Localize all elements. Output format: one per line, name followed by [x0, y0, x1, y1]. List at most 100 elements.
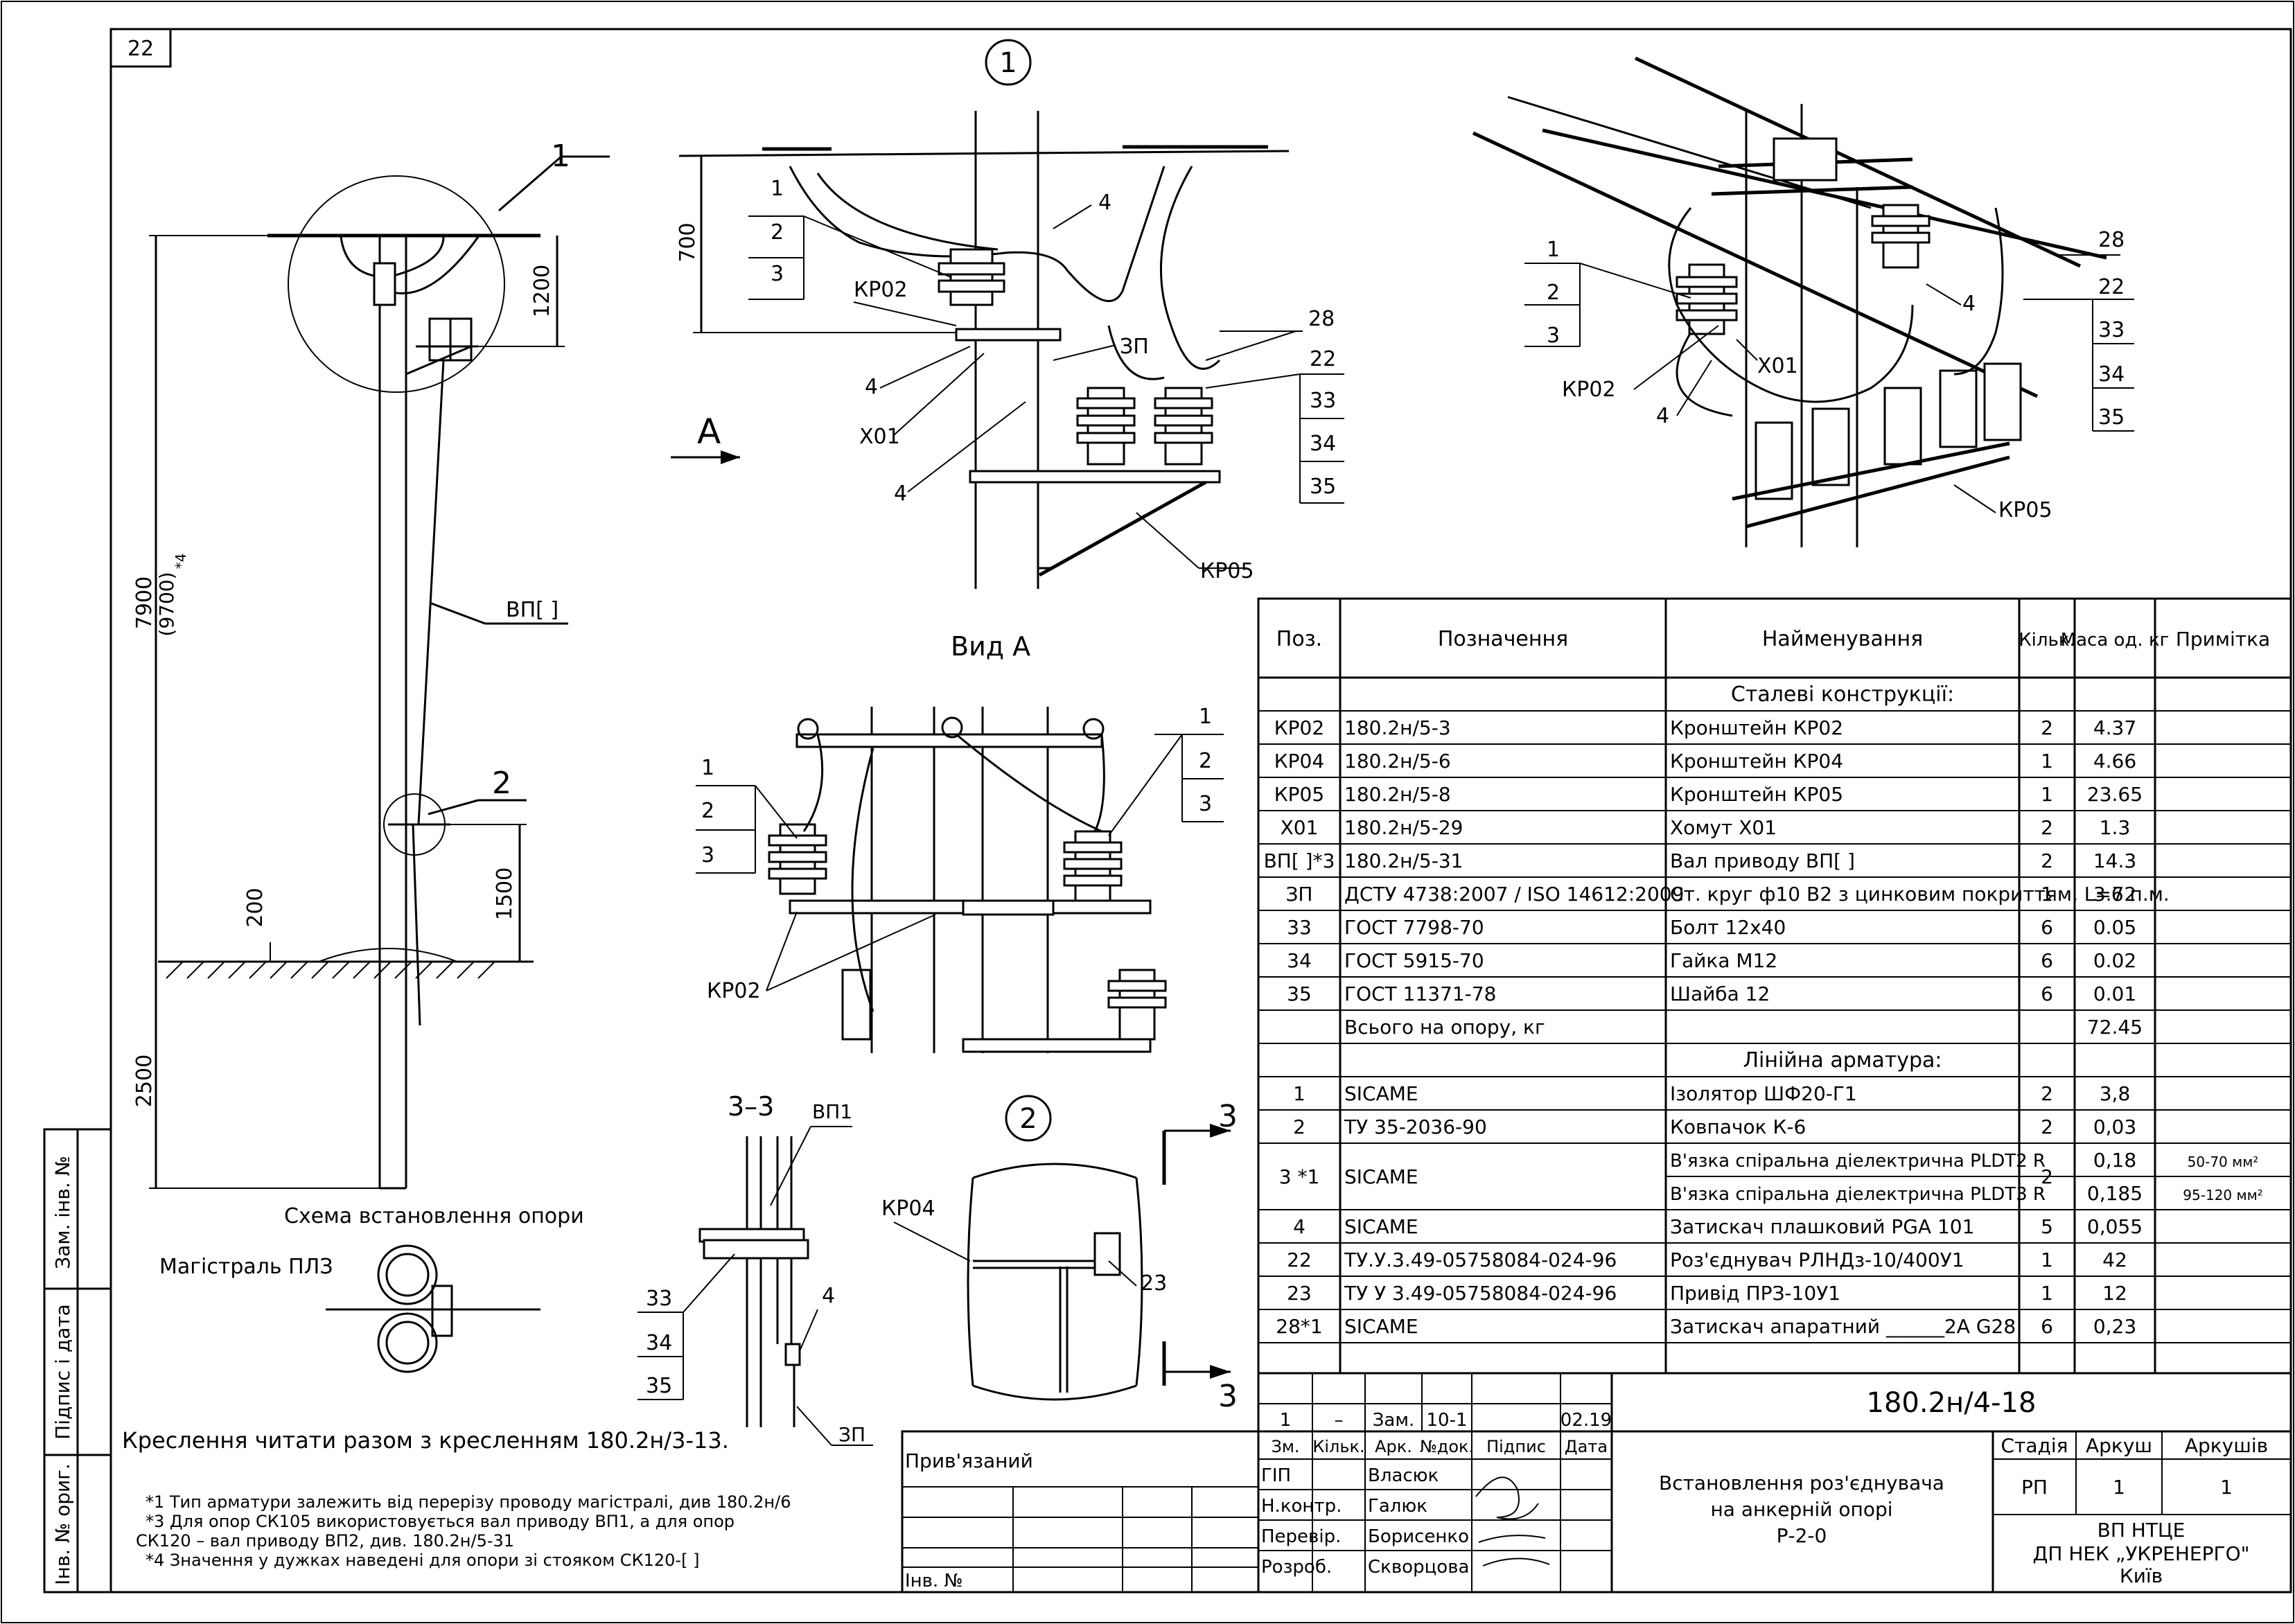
cell-qty: 1	[2041, 750, 2053, 773]
detail1-right-33: 33	[1310, 389, 1336, 413]
cell-mass: 0.02	[2093, 949, 2136, 972]
note-3b: СК120 – вал приводу ВП2, див. 180.2н/5-3…	[136, 1531, 514, 1551]
iso-kr02: КР02	[1562, 378, 1616, 402]
cell-pos: ЗП	[1285, 883, 1312, 906]
scheme-magistral: Магістраль ПЛЗ	[159, 1255, 333, 1279]
section33-zp: ЗП	[838, 1423, 865, 1446]
isometric-view: 1 2 3 КР02 4 Х01 4 28 22 33 34 35 КР05	[1472, 56, 2134, 547]
section33-33: 33	[646, 1287, 672, 1311]
iso-right-22: 22	[2098, 275, 2125, 299]
cell-name: Шайба 12	[1670, 982, 1770, 1005]
scheme-dim-2500: 2500	[132, 1054, 157, 1107]
tb-hdr-6: Дата	[1565, 1437, 1608, 1456]
detail1-kr02: КР02	[854, 278, 908, 302]
tb-org-2: ДП НЕК „УКРЕНЕРГО"	[2032, 1542, 2249, 1565]
detail-2: 2 КР04 23 3 3	[881, 1095, 1238, 1414]
cell-pos: 34	[1287, 949, 1312, 972]
tb-hdr-3: Арк.	[1375, 1437, 1412, 1456]
cell-name: Ковпачок К-6	[1670, 1115, 1806, 1138]
arrow-a-label: A	[697, 412, 721, 452]
cell-qty: 2	[2041, 716, 2053, 739]
tb-sheets-hdr: Аркушів	[2185, 1434, 2268, 1457]
cell-pos: 23	[1287, 1282, 1312, 1305]
tb-doc-title-3: Р-2-0	[1777, 1524, 1827, 1547]
tb-rev-6: 02.19	[1560, 1410, 1612, 1431]
installation-scheme: 1 2 ВП[ ] 7900 (9700) *4 2500 200 1200 1…	[132, 139, 610, 1373]
cell-pos: КР05	[1274, 783, 1324, 806]
tb-hdr-1: Зм.	[1271, 1437, 1299, 1456]
scheme-callout-1: 1	[551, 139, 570, 174]
cell-qty: 2	[2041, 1115, 2053, 1138]
cell-pos: КР02	[1274, 716, 1324, 739]
detail2-23: 23	[1141, 1271, 1167, 1296]
stamp-pidpys: Підпис і дата	[51, 1304, 74, 1440]
cell-mass: 3,8	[2100, 1082, 2131, 1105]
cell-name: Затискач плашковий PGA 101	[1670, 1215, 1974, 1238]
cell-mass: 42	[2102, 1248, 2127, 1271]
detail1-right-35: 35	[1310, 475, 1336, 499]
tb-name-3: Борисенко	[1368, 1526, 1469, 1547]
note-1: *1 Тип арматури залежить від перерізу пр…	[146, 1492, 791, 1512]
th-pos: Поз.	[1276, 627, 1322, 651]
section33-35: 35	[646, 1374, 672, 1398]
cell-qty: 6	[2041, 949, 2053, 972]
cell-mass: 4.66	[2093, 750, 2136, 773]
iso-right-35: 35	[2098, 405, 2125, 430]
tb-name-2: Галюк	[1368, 1496, 1427, 1517]
cell-designation: ТУ 35-2036-90	[1344, 1115, 1487, 1138]
detail-1: 1 700 1 2	[671, 39, 1344, 589]
tb-rev-1: 1	[1280, 1410, 1292, 1431]
tb-sheet: 1	[2113, 1476, 2125, 1499]
title-block: Прив'язаний Інв. № 1 – Зам. 10-1 02.19 З…	[901, 1372, 2292, 1594]
cell-designation: 180.2н/5-8	[1344, 783, 1451, 806]
tb-rev-4: 10-1	[1426, 1410, 1467, 1431]
cell-mass: 23.65	[2087, 783, 2143, 806]
section33-four: 4	[822, 1284, 835, 1308]
view-a-left-2: 2	[701, 799, 714, 823]
sheet-number-box	[109, 28, 172, 68]
cell-qty: 6	[2041, 1315, 2053, 1338]
scheme-callout-2: 2	[492, 766, 511, 801]
cell-name: Хомут Х01	[1670, 816, 1777, 839]
cell-pos: 4	[1293, 1215, 1305, 1238]
section-line: Лінійна арматура:	[1743, 1048, 1942, 1073]
detail1-right-22: 22	[1310, 347, 1336, 371]
view-a-kr02: КР02	[707, 979, 761, 1003]
tb-stage: РП	[2021, 1476, 2048, 1499]
cell-name: В'язка спіральна діелектрична PLDT2 R	[1670, 1151, 2046, 1172]
cell-mass: 4.37	[2093, 716, 2136, 739]
iso-right-33: 33	[2098, 318, 2125, 342]
signature-2	[1478, 1535, 1550, 1566]
cell-designation: ТУ.У.3.49-05758084-024-96	[1344, 1248, 1617, 1271]
cell-pos: 3 *1	[1279, 1165, 1320, 1188]
tb-role-3: Перевір.	[1261, 1526, 1341, 1547]
tb-role-2: Н.контр.	[1261, 1496, 1342, 1517]
cell-qty: 1	[2041, 883, 2053, 906]
th-designation: Позначення	[1438, 627, 1568, 651]
cell-name: Ст. круг ф10 В2 з цинковим покриттям, L=…	[1670, 883, 2170, 906]
detail1-label-3: 3	[771, 262, 784, 286]
section33-34: 34	[646, 1331, 672, 1355]
stamp-zam-inv: Зам. інв. №	[51, 1156, 74, 1269]
view-a-title: Вид А	[951, 631, 1030, 662]
th-mass: Маса од. кг	[2061, 630, 2170, 651]
cell-pos: 28*1	[1276, 1315, 1322, 1338]
cell-mass: 0,055	[2087, 1215, 2143, 1238]
cell-note: 95-120 мм²	[2183, 1187, 2262, 1203]
cell-mass: 12	[2102, 1282, 2127, 1305]
iso-left-1: 1	[1547, 238, 1560, 262]
tb-rev-3: Зам.	[1373, 1410, 1414, 1431]
view-a-right-3: 3	[1199, 792, 1212, 816]
cell-qty: 5	[2041, 1215, 2053, 1238]
cell-designation: 180.2н/5-29	[1344, 816, 1463, 839]
tb-sheets: 1	[2220, 1476, 2233, 1499]
section33-vp1: ВП1	[812, 1100, 852, 1123]
tb-role-1: ГІП	[1261, 1465, 1291, 1486]
cell-note: 50-70 мм²	[2188, 1154, 2259, 1170]
section-mark-top: 3	[1218, 1099, 1238, 1134]
cell-designation: ГОСТ 7798-70	[1344, 916, 1484, 939]
cell-mass: 0,23	[2093, 1315, 2136, 1338]
tb-hdr-4: №док.	[1420, 1437, 1474, 1456]
